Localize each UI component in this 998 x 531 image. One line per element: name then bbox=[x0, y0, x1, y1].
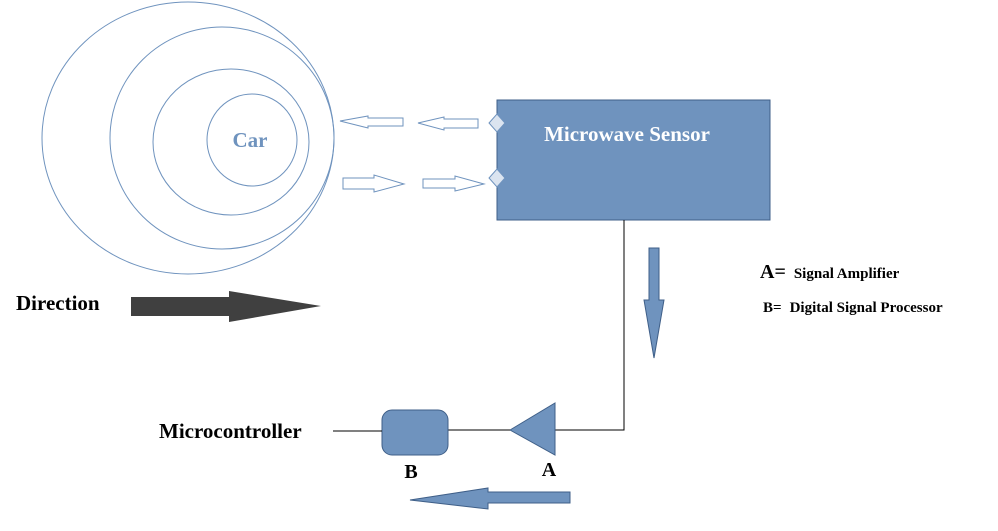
legend-a-text: Signal Amplifier bbox=[794, 266, 900, 282]
transmitted-wave-arrow-1 bbox=[342, 174, 406, 193]
car-label: Car bbox=[233, 128, 268, 152]
leftward-flow-arrow bbox=[409, 487, 571, 510]
legend-a-key: A= bbox=[760, 261, 786, 283]
transmitted-wave-arrow-2 bbox=[422, 175, 486, 192]
receive-port-diamond bbox=[488, 113, 506, 133]
legend-b-key: B= bbox=[763, 300, 782, 316]
downward-flow-arrow bbox=[643, 247, 665, 359]
direction-label: Direction bbox=[16, 291, 100, 315]
doppler-rings bbox=[41, 1, 335, 275]
reflected-wave-arrow-1 bbox=[339, 115, 404, 129]
amplifier-a-triangle bbox=[509, 402, 556, 456]
microwave-sensor-box bbox=[496, 99, 771, 221]
ring-outer bbox=[41, 1, 335, 275]
legend-a-line: A= Signal Amplifier bbox=[760, 261, 900, 283]
transmit-port-diamond bbox=[488, 168, 506, 188]
direction-arrow bbox=[131, 291, 321, 322]
signal-line-sensor-to-amplifier bbox=[555, 220, 625, 431]
processor-b-box bbox=[381, 409, 449, 456]
processor-b-label: B bbox=[404, 461, 417, 483]
legend-b-line: B= Digital Signal Processor bbox=[763, 299, 943, 316]
ring-second bbox=[109, 26, 335, 250]
ring-third bbox=[152, 68, 310, 216]
reflected-wave-arrow-2 bbox=[417, 116, 479, 131]
amplifier-a-label: A bbox=[542, 459, 557, 481]
legend: A= Signal Amplifier B= Digital Signal Pr… bbox=[760, 261, 943, 316]
ring-inner bbox=[206, 93, 298, 187]
sensor-label: Microwave Sensor bbox=[544, 122, 710, 146]
legend-b-text: Digital Signal Processor bbox=[790, 300, 943, 316]
microcontroller-label: Microcontroller bbox=[159, 419, 302, 443]
